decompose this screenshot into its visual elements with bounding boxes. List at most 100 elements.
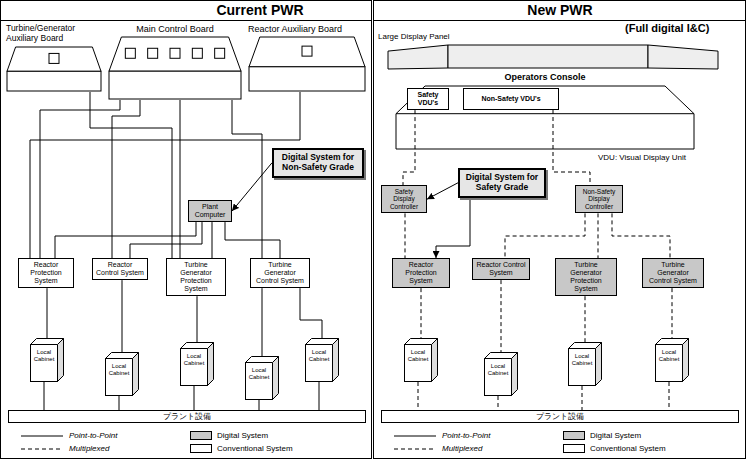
node-label: Turbine/Generator Auxiliary Board bbox=[6, 24, 102, 44]
node-label: Safety Display Controller bbox=[385, 188, 423, 210]
node-label: Local Cabinet bbox=[246, 367, 272, 380]
node-label: Reactor Protection System bbox=[396, 261, 446, 285]
subtitle: (Full digital I&C) bbox=[625, 22, 740, 35]
legend-item: Point-to-Point bbox=[20, 431, 117, 440]
connector bbox=[672, 288, 673, 338]
legend-item: Digital System bbox=[190, 431, 268, 440]
system-box: Turbine Generator Protection System bbox=[166, 258, 226, 296]
control-board: Main Control Board bbox=[108, 24, 242, 100]
legend-text: Digital System bbox=[590, 431, 641, 440]
connector bbox=[212, 222, 213, 258]
cabinet-front bbox=[306, 345, 333, 382]
node-label: Main Control Board bbox=[108, 24, 242, 34]
desk-base bbox=[7, 71, 101, 91]
outline bbox=[596, 343, 602, 386]
panel-screen bbox=[148, 48, 158, 58]
connector bbox=[669, 382, 670, 410]
system-box: Plant Computer bbox=[188, 200, 232, 222]
legend-text: Conventional System bbox=[590, 444, 666, 453]
vdu-box: Safety VDU's bbox=[407, 88, 449, 110]
connector bbox=[90, 92, 172, 258]
node-label: Operators Console bbox=[395, 72, 695, 82]
outline bbox=[273, 357, 279, 400]
legend-item: Conventional System bbox=[563, 444, 666, 453]
outline bbox=[133, 353, 139, 396]
connector bbox=[418, 382, 419, 410]
node-label: Turbine Generator Protection System bbox=[170, 261, 222, 293]
local-cabinet: Local Cabinet bbox=[305, 338, 339, 382]
display-controller: Safety Display Controller bbox=[381, 185, 427, 213]
connector bbox=[180, 100, 181, 258]
connector bbox=[122, 280, 123, 352]
connector bbox=[612, 213, 670, 258]
local-cabinet: Local Cabinet bbox=[105, 352, 139, 396]
connector bbox=[130, 222, 202, 258]
node-label: Plant Computer bbox=[192, 203, 228, 219]
node-label: Local Cabinet bbox=[656, 349, 682, 362]
desk-base bbox=[109, 71, 241, 99]
legend-text: Multiplexed bbox=[442, 444, 482, 453]
connector bbox=[44, 382, 45, 410]
desk-base bbox=[249, 67, 365, 91]
system-box: Turbine Generator Control System bbox=[250, 258, 310, 288]
cabinet-front bbox=[656, 345, 683, 382]
legend-item: Conventional System bbox=[190, 444, 293, 453]
local-cabinet: Local Cabinet bbox=[404, 338, 438, 382]
node-label: Local Cabinet bbox=[405, 349, 431, 362]
node-label: Reactor Protection System bbox=[22, 261, 70, 285]
node-label: Reactor Control System bbox=[96, 261, 144, 277]
outline bbox=[432, 339, 438, 382]
connector bbox=[553, 110, 590, 185]
local-cabinet: Local Cabinet bbox=[245, 356, 279, 400]
node-label: Non-Safety VDU's bbox=[467, 95, 555, 103]
system-box: Turbine Generator Protection System bbox=[555, 258, 617, 296]
header-rule bbox=[0, 20, 372, 21]
legend-text: Multiplexed bbox=[69, 444, 109, 453]
outline bbox=[448, 45, 648, 68]
node-label: Local Cabinet bbox=[569, 353, 595, 366]
cabinet-front bbox=[106, 359, 133, 396]
panel-screen bbox=[302, 46, 312, 56]
control-board-shape bbox=[248, 36, 366, 92]
connector bbox=[585, 296, 586, 342]
legend-swatch bbox=[563, 431, 585, 440]
panel-heading: Current PWR bbox=[150, 2, 370, 18]
panel-screen bbox=[170, 48, 180, 58]
node-label: Local Cabinet bbox=[31, 349, 57, 362]
connector bbox=[498, 396, 499, 410]
outline bbox=[249, 37, 365, 67]
panel-heading: New PWR bbox=[470, 2, 650, 18]
local-cabinet: Local Cabinet bbox=[655, 338, 689, 382]
connector bbox=[232, 163, 272, 211]
local-cabinet: Local Cabinet bbox=[180, 342, 214, 386]
node-label: Digital System for Non-Safety Grade bbox=[278, 153, 358, 173]
legend-line-sample bbox=[394, 435, 436, 436]
cabinet-front bbox=[485, 359, 512, 396]
system-box: Reactor Protection System bbox=[392, 258, 450, 288]
panel-border bbox=[374, 1, 746, 459]
outline bbox=[208, 343, 214, 386]
cabinet-front bbox=[569, 349, 596, 386]
plant-equipment-bar: プラント設備 bbox=[381, 410, 739, 423]
system-box: Turbine Generator Control System bbox=[642, 258, 704, 288]
legend-text: Digital System bbox=[217, 431, 268, 440]
operator-console: Operators ConsoleSafety VDU's Non-Safety … bbox=[395, 72, 695, 150]
node-label: Turbine Generator Control System bbox=[254, 261, 306, 285]
legend-text: Point-to-Point bbox=[69, 431, 117, 440]
node-label: プラント設備 bbox=[386, 412, 734, 421]
system-box: Reactor Control System bbox=[472, 258, 530, 280]
panel-screen bbox=[215, 48, 225, 58]
note: VDU: Visual Display Unit bbox=[598, 153, 738, 162]
local-cabinet: Local Cabinet bbox=[484, 352, 518, 396]
local-cabinet: Local Cabinet bbox=[568, 342, 602, 386]
legend-swatch bbox=[190, 431, 212, 440]
outline bbox=[58, 339, 64, 382]
plant-equipment-bar: プラント設備 bbox=[8, 410, 366, 423]
node-label: Non-Safety Display Controller bbox=[579, 188, 619, 210]
cabinet-front bbox=[31, 345, 58, 382]
vdu-box: Non-Safety VDU's bbox=[463, 88, 559, 110]
node-label: Local Cabinet bbox=[181, 353, 207, 366]
legend-line-sample bbox=[394, 448, 436, 449]
legend-item: Point-to-Point bbox=[393, 431, 490, 440]
connector bbox=[501, 280, 502, 352]
